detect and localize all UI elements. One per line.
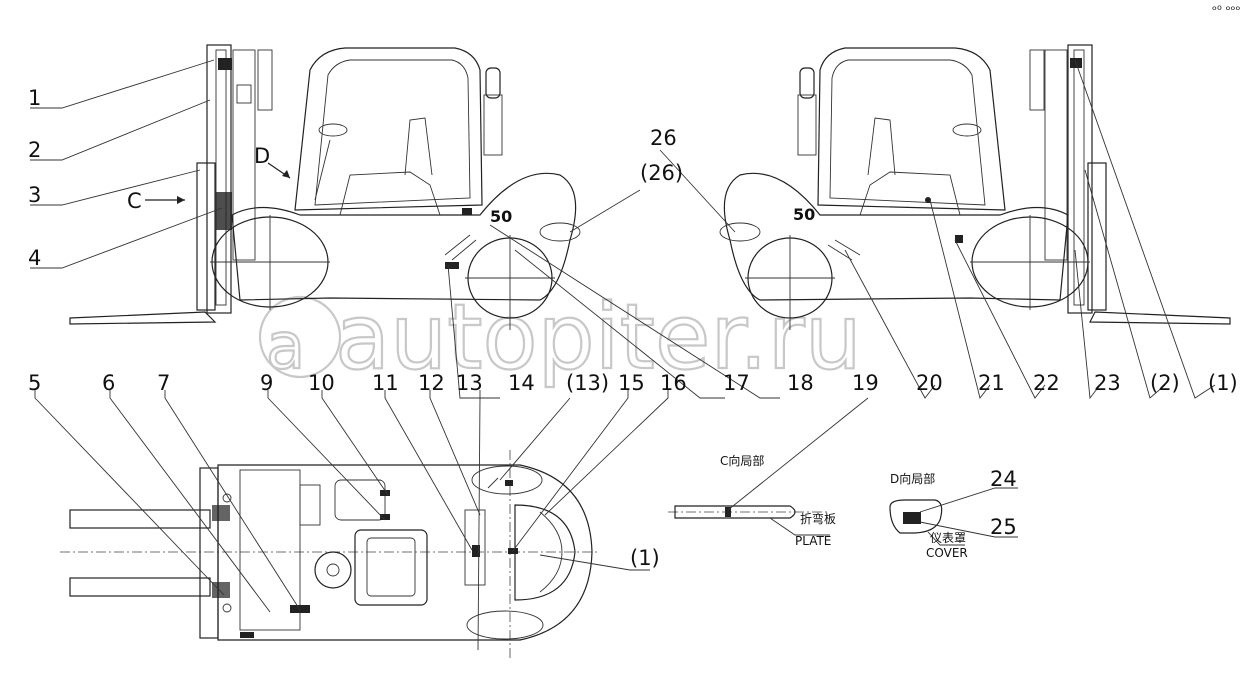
plate-label-cn: 折弯板: [800, 511, 836, 526]
callout-17: 17: [723, 371, 750, 395]
callout-6: 6: [102, 371, 115, 395]
c-detail-view: C向局部 折弯板 PLATE: [668, 397, 869, 548]
callout-14: 14: [508, 371, 535, 395]
callout-7: 7: [157, 371, 170, 395]
top-plan-view: [60, 450, 600, 660]
callout-13: 13: [456, 371, 483, 395]
callout-23: 23: [1094, 371, 1121, 395]
callout-10: 10: [308, 371, 335, 395]
callout-1-paren-plan: (1): [630, 546, 660, 570]
callout-11: 11: [372, 371, 399, 395]
cover-label-en: COVER: [926, 546, 968, 560]
callout-24: 24: [990, 467, 1017, 491]
plate-label-en: PLATE: [795, 534, 831, 548]
view-arrow-d-label: D: [254, 144, 270, 168]
callout-2-paren: (2): [1150, 371, 1180, 395]
callout-18: 18: [787, 371, 814, 395]
callout-2: 2: [28, 138, 41, 162]
callout-26-paren: (26): [640, 161, 683, 185]
callout-21: 21: [978, 371, 1005, 395]
callout-4: 4: [28, 246, 41, 270]
capacity-badge-right: 50: [793, 205, 815, 224]
callout-12: 12: [418, 371, 445, 395]
callout-26: 26: [650, 126, 677, 150]
callout-3: 3: [28, 183, 41, 207]
callout-1: 1: [28, 86, 41, 110]
svg-text:autopiter.ru: autopiter.ru: [335, 285, 862, 390]
capacity-badge: 50: [490, 207, 512, 226]
d-detail-title: D向局部: [890, 471, 935, 486]
callout-5: 5: [28, 371, 41, 395]
right-side-view: 50: [719, 44, 1231, 330]
callout-15: 15: [618, 371, 645, 395]
d-detail-view: D向局部 24 25 仪表罩 COVER: [889, 467, 1018, 560]
left-side-view: 50 C D: [69, 44, 581, 330]
callout-1-paren: (1): [1208, 371, 1238, 395]
view-arrow-c-label: C: [127, 189, 142, 213]
callout-25: 25: [990, 515, 1017, 539]
svg-text:a: a: [266, 310, 305, 384]
callout-16: 16: [660, 371, 687, 395]
plan-view-leaders: [34, 390, 669, 651]
watermark: a autopiter.ru: [258, 284, 863, 391]
callout-13-paren: (13): [566, 371, 609, 395]
callout-22: 22: [1033, 371, 1060, 395]
left-view-leaders: [30, 59, 223, 269]
middle-row-leaders: [447, 224, 780, 399]
callout-19: 19: [852, 371, 879, 395]
cover-label-cn: 仪表罩: [930, 531, 966, 545]
right-view-leaders: [569, 59, 1216, 400]
callout-9: 9: [260, 371, 273, 395]
corner-mark: ᵒ⁰ ᵒᵒᵒ: [1212, 3, 1241, 17]
c-detail-title: C向局部: [720, 453, 764, 468]
callout-20: 20: [916, 371, 943, 395]
